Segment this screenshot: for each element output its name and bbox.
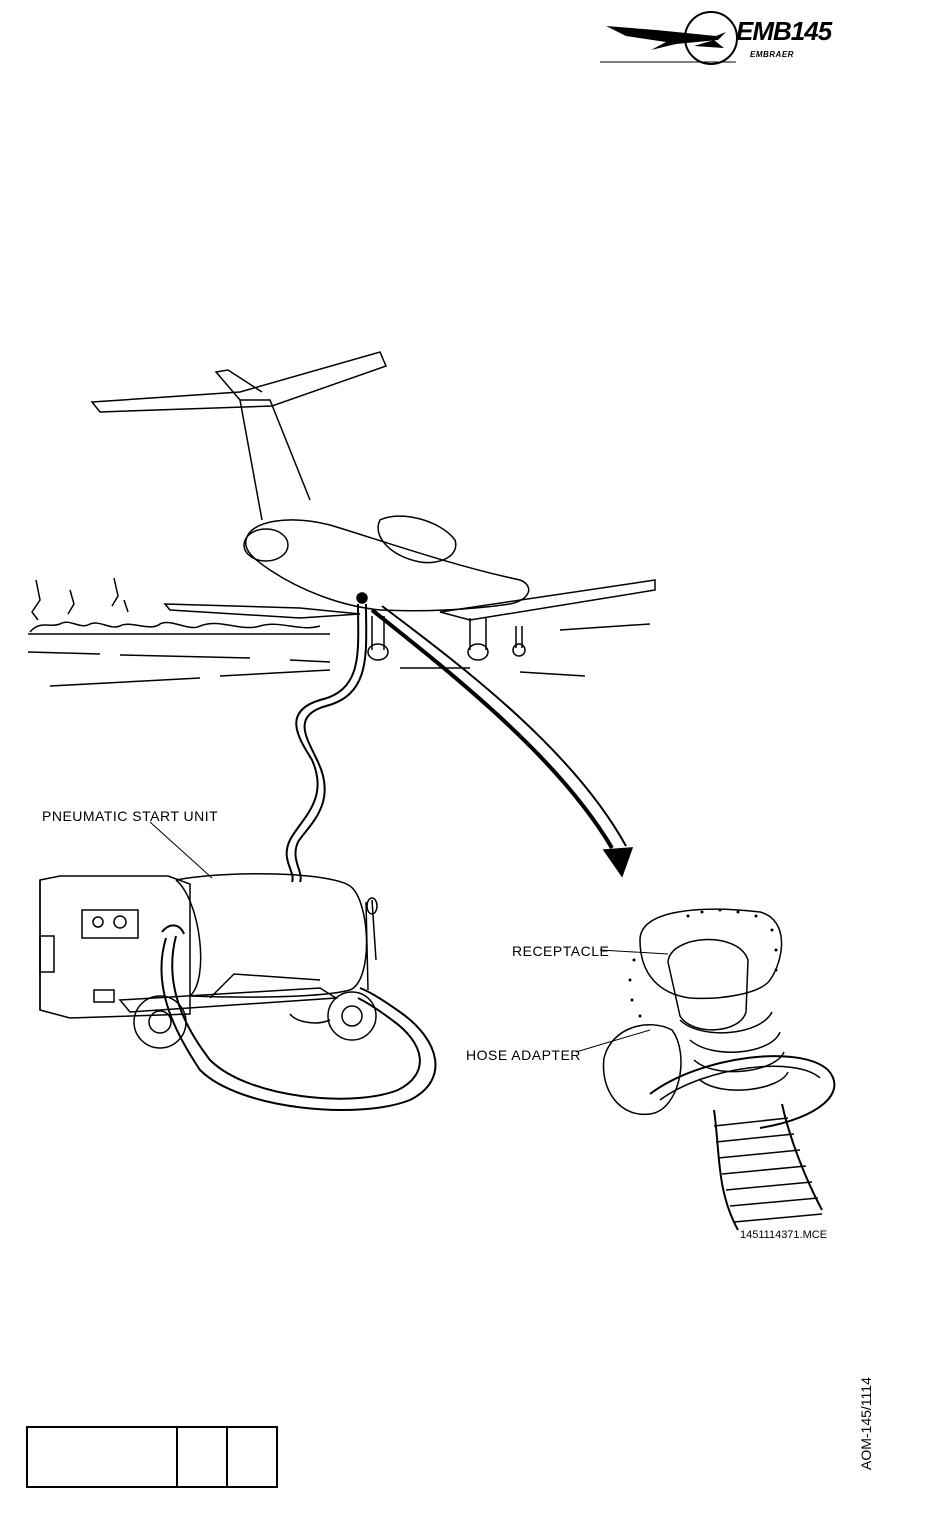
hose-adapter-label: HOSE ADAPTER bbox=[466, 1047, 581, 1063]
revision-cell bbox=[28, 1428, 178, 1486]
revision-cell bbox=[178, 1428, 228, 1486]
revision-table bbox=[26, 1426, 278, 1488]
revision-cell bbox=[228, 1428, 276, 1486]
figure-id: 1451114371.MCE bbox=[740, 1229, 827, 1241]
receptacle-label: RECEPTACLE bbox=[512, 943, 609, 959]
document-number: AOM-145/1114 bbox=[858, 1377, 874, 1470]
pneumatic-start-unit-label: PNEUMATIC START UNIT bbox=[42, 808, 218, 824]
